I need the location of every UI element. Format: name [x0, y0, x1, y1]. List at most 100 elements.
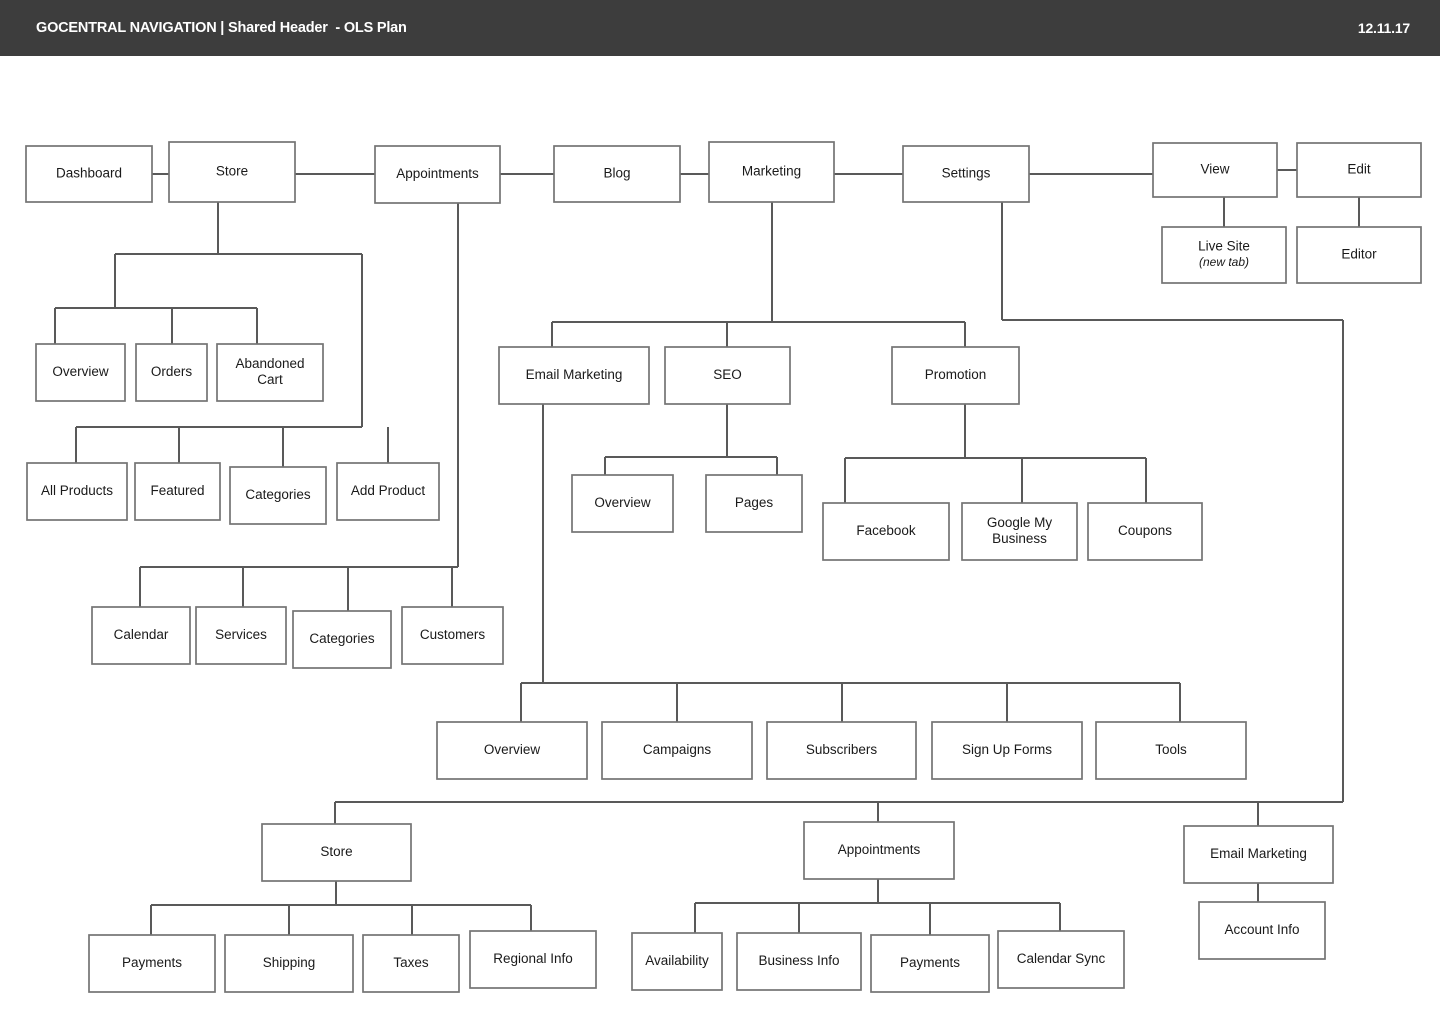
node-box-st-payments — [88, 934, 216, 993]
node-box-em-overview — [436, 721, 588, 780]
node-box-ap-payments — [870, 934, 990, 993]
node-store-categories[interactable]: Categories — [229, 466, 327, 525]
node-store-overview[interactable]: Overview — [35, 343, 126, 402]
node-box-blog — [553, 145, 681, 203]
node-ap-business-info[interactable]: Business Info — [736, 932, 862, 991]
node-box-appt-services — [195, 606, 287, 665]
node-settings[interactable]: Settings — [902, 145, 1030, 203]
node-email-marketing[interactable]: Email Marketing — [498, 346, 650, 405]
node-blog[interactable]: Blog — [553, 145, 681, 203]
node-box-store-abandoned — [216, 343, 324, 402]
node-box-em-subscribers — [766, 721, 917, 780]
node-label-ap-business-info: Business Info — [758, 953, 839, 968]
connector-layer — [54, 169, 1360, 935]
node-box-seo-pages — [705, 474, 803, 533]
node-box-st-regional — [469, 930, 597, 989]
node-store-all-products[interactable]: All Products — [26, 462, 128, 521]
node-em-campaigns[interactable]: Campaigns — [601, 721, 753, 780]
node-settings-store[interactable]: Store — [261, 823, 412, 882]
node-box-em-tools — [1095, 721, 1247, 780]
node-st-shipping[interactable]: Shipping — [224, 934, 354, 993]
node-box-appt-calendar — [91, 606, 191, 665]
node-appt-calendar[interactable]: Calendar — [91, 606, 191, 665]
node-em-signup-forms[interactable]: Sign Up Forms — [931, 721, 1083, 780]
node-em-subscribers[interactable]: Subscribers — [766, 721, 917, 780]
node-marketing[interactable]: Marketing — [708, 141, 835, 203]
node-seo-overview[interactable]: Overview — [571, 474, 674, 533]
node-store-orders[interactable]: Orders — [135, 343, 208, 402]
node-label-store-abandoned: Cart — [257, 372, 283, 387]
node-promo-coupons[interactable]: Coupons — [1087, 502, 1203, 561]
node-em-tools[interactable]: Tools — [1095, 721, 1247, 780]
node-editor[interactable]: Editor — [1296, 226, 1422, 284]
node-box-dashboard — [25, 145, 153, 203]
node-box-email-marketing — [498, 346, 650, 405]
node-box-promo-coupons — [1087, 502, 1203, 561]
node-label-edit: Edit — [1347, 162, 1371, 177]
node-em-account-info[interactable]: Account Info — [1198, 901, 1326, 960]
node-box-ap-calendar-sync — [997, 930, 1125, 989]
node-box-settings — [902, 145, 1030, 203]
node-box-store-add-product — [336, 462, 440, 521]
node-edit[interactable]: Edit — [1296, 142, 1422, 198]
node-label-editor: Editor — [1341, 247, 1377, 262]
node-label-store-overview: Overview — [52, 364, 109, 379]
node-appt-categories[interactable]: Categories — [292, 610, 392, 669]
node-view[interactable]: View — [1152, 142, 1278, 198]
node-appt-customers[interactable]: Customers — [401, 606, 504, 665]
node-box-st-shipping — [224, 934, 354, 993]
node-settings-email[interactable]: Email Marketing — [1183, 825, 1334, 884]
node-box-promo-facebook — [822, 502, 950, 561]
node-label-em-overview: Overview — [484, 742, 541, 757]
node-label-settings-email: Email Marketing — [1210, 846, 1307, 861]
node-label-em-tools: Tools — [1155, 742, 1187, 757]
node-box-store-orders — [135, 343, 208, 402]
node-label-em-subscribers: Subscribers — [806, 742, 878, 757]
node-box-view — [1152, 142, 1278, 198]
node-em-overview[interactable]: Overview — [436, 721, 588, 780]
node-label-settings: Settings — [942, 166, 991, 181]
node-st-regional[interactable]: Regional Info — [469, 930, 597, 989]
node-store[interactable]: Store — [168, 141, 296, 203]
node-box-em-signup-forms — [931, 721, 1083, 780]
node-box-store-categories — [229, 466, 327, 525]
title-bar: GOCENTRAL NAVIGATION | Shared Header - O… — [0, 0, 1440, 56]
node-ap-calendar-sync[interactable]: Calendar Sync — [997, 930, 1125, 989]
node-ap-availability[interactable]: Availability — [631, 932, 723, 991]
node-live-site[interactable]: Live Site(new tab) — [1161, 226, 1287, 284]
node-store-add-product[interactable]: Add Product — [336, 462, 440, 521]
node-label-em-account-info: Account Info — [1224, 922, 1299, 937]
node-label-marketing: Marketing — [742, 164, 801, 179]
node-seo[interactable]: SEO — [664, 346, 791, 405]
node-dashboard[interactable]: Dashboard — [25, 145, 153, 203]
node-box-marketing — [708, 141, 835, 203]
page-title: GOCENTRAL NAVIGATION | Shared Header - O… — [36, 20, 407, 36]
node-store-featured[interactable]: Featured — [134, 462, 221, 521]
node-label-settings-appointments: Appointments — [838, 842, 921, 857]
node-appt-services[interactable]: Services — [195, 606, 287, 665]
node-label-ap-calendar-sync: Calendar Sync — [1017, 951, 1106, 966]
node-ap-payments[interactable]: Payments — [870, 934, 990, 993]
node-box-seo — [664, 346, 791, 405]
node-label-ap-payments: Payments — [900, 955, 960, 970]
node-label-seo-pages: Pages — [735, 495, 774, 510]
node-appointments[interactable]: Appointments — [374, 145, 501, 204]
node-label-settings-store: Store — [320, 844, 352, 859]
node-label-appt-services: Services — [215, 627, 267, 642]
node-st-taxes[interactable]: Taxes — [362, 934, 460, 993]
node-label-promo-gmb: Business — [992, 531, 1047, 546]
node-box-promotion — [891, 346, 1020, 405]
node-seo-pages[interactable]: Pages — [705, 474, 803, 533]
node-promotion[interactable]: Promotion — [891, 346, 1020, 405]
node-settings-appointments[interactable]: Appointments — [803, 821, 955, 880]
node-box-store-all-products — [26, 462, 128, 521]
node-box-st-taxes — [362, 934, 460, 993]
node-box-settings-appointments — [803, 821, 955, 880]
node-sublabel-live-site: (new tab) — [1199, 255, 1249, 269]
node-promo-facebook[interactable]: Facebook — [822, 502, 950, 561]
node-st-payments[interactable]: Payments — [88, 934, 216, 993]
node-box-ap-business-info — [736, 932, 862, 991]
